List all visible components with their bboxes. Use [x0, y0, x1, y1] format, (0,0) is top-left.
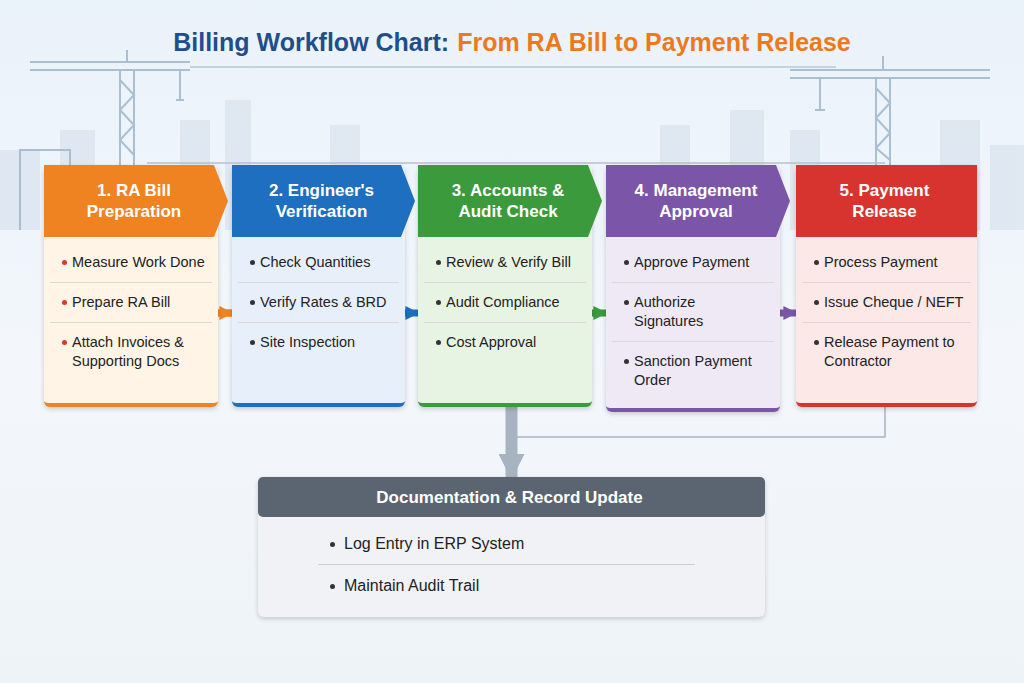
item-text: Measure Work Done	[72, 253, 205, 272]
header-shape	[232, 165, 415, 237]
stage-card: 1. RA Bill PreparationMeasure Work DoneP…	[44, 165, 218, 407]
stage-card: 3. Accounts & Audit CheckReview & Verify…	[418, 165, 592, 407]
list-item: Maintain Audit Trail	[318, 565, 695, 606]
list-item: Release Payment to Contractor	[802, 323, 971, 381]
list-item: Prepare RA Bill	[50, 283, 212, 323]
flow-connector	[405, 310, 418, 317]
item-list: Log Entry in ERP SystemMaintain Audit Tr…	[258, 517, 765, 617]
stage-header: 1. RA Bill Preparation	[44, 165, 228, 237]
item-list: Approve PaymentAuthorize SignaturesSanct…	[606, 237, 780, 408]
header-shape	[606, 165, 790, 237]
bullet-dot	[436, 300, 441, 305]
stage-card: 4. Management ApprovalApprove PaymentAut…	[606, 165, 780, 412]
title-row: Billing Workflow Chart: From RA Bill to P…	[0, 28, 1024, 57]
item-text: Site Inspection	[260, 333, 355, 352]
list-item: Sanction Payment Order	[612, 342, 774, 400]
header-text: 2. Engineer's Verification	[232, 180, 415, 222]
bullet-dot	[62, 340, 67, 345]
list-item: Audit Compliance	[424, 283, 586, 323]
list-item: Process Payment	[802, 243, 971, 283]
header-shape	[796, 165, 977, 237]
list-item: Authorize Signatures	[612, 283, 774, 342]
item-text: Check Quantities	[260, 253, 370, 272]
list-item: Issue Cheque / NEFT	[802, 283, 971, 323]
list-item: Review & Verify Bill	[424, 243, 586, 283]
header-band	[232, 165, 415, 237]
stage-card: 5. Payment ReleaseProcess PaymentIssue C…	[796, 165, 977, 407]
header-text: 3. Accounts & Audit Check	[418, 180, 602, 222]
bullet-dot	[624, 260, 629, 265]
bullet-dot	[436, 260, 441, 265]
list-item: Site Inspection	[238, 323, 399, 362]
list-item: Check Quantities	[238, 243, 399, 283]
bullet-dot	[624, 359, 629, 364]
bullet-dot	[330, 584, 335, 589]
header-text: 1. RA Bill Preparation	[44, 180, 228, 222]
stage-header: 3. Accounts & Audit Check	[418, 165, 602, 237]
item-list: Check QuantitiesVerify Rates & BRD Site I…	[232, 237, 405, 370]
list-item: Verify Rates & BRD	[238, 283, 399, 323]
item-text: Issue Cheque / NEFT	[824, 293, 963, 312]
bullet-dot	[62, 300, 67, 305]
bullet-dot	[814, 340, 819, 345]
list-item: Measure Work Done	[50, 243, 212, 283]
item-text: Log Entry in ERP System	[344, 534, 524, 553]
stage-header: 5. Payment Release	[796, 165, 977, 237]
flow-connector	[780, 310, 796, 317]
header-band	[258, 477, 765, 517]
bullet-dot	[250, 260, 255, 265]
stage-header: Documentation & Record Update	[258, 477, 765, 517]
item-list: Review & Verify BillAudit ComplianceCost…	[418, 237, 592, 370]
item-list: Process PaymentIssue Cheque / NEFT Releas…	[796, 237, 977, 389]
list-item: Log Entry in ERP System	[318, 523, 695, 565]
bullet-dot	[330, 542, 335, 547]
item-text: Sanction Payment Order	[634, 352, 768, 390]
item-text: Review & Verify Bill	[446, 253, 571, 272]
chart-title: Billing Workflow Chart:	[173, 28, 449, 56]
bullet-dot	[62, 260, 67, 265]
item-text: Cost Approval	[446, 333, 536, 352]
item-text: Audit Compliance	[446, 293, 560, 312]
item-text: Maintain Audit Trail	[344, 576, 479, 595]
header-band	[44, 165, 228, 237]
bullet-dot	[814, 300, 819, 305]
record-box: Documentation & Record UpdateLog Entry i…	[258, 477, 765, 617]
item-list: Measure Work DonePrepare RA BillAttach I…	[44, 237, 218, 389]
bullet-dot	[814, 260, 819, 265]
flow-connector	[512, 407, 886, 477]
header-band	[418, 165, 602, 237]
item-text: Attach Invoices & Supporting Docs	[72, 333, 206, 371]
header-band	[796, 165, 977, 237]
header-shape	[418, 165, 602, 237]
list-item: Attach Invoices & Supporting Docs	[50, 323, 212, 381]
flow-connector	[592, 310, 606, 317]
title-subtext: From RA Bill to Payment Release	[457, 28, 851, 56]
header-shape	[44, 165, 228, 237]
item-text: Approve Payment	[634, 253, 749, 272]
header-text: Documentation & Record Update	[366, 487, 656, 508]
stage-header: 2. Engineer's Verification	[232, 165, 415, 237]
item-text: Process Payment	[824, 253, 938, 272]
header-text: 4. Management Approval	[606, 180, 790, 222]
list-item: Approve Payment	[612, 243, 774, 283]
bullet-dot	[436, 340, 441, 345]
header-text: 5. Payment Release	[796, 180, 977, 222]
header-band	[606, 165, 790, 237]
list-item: Cost Approval	[424, 323, 586, 362]
item-text: Prepare RA Bill	[72, 293, 170, 312]
stage-header: 4. Management Approval	[606, 165, 790, 237]
item-text: Verify Rates & BRD	[260, 293, 387, 312]
item-text: Authorize Signatures	[634, 293, 768, 331]
bullet-dot	[250, 340, 255, 345]
item-text: Release Payment to Contractor	[824, 333, 965, 371]
stage-card: 2. Engineer's VerificationCheck Quantiti…	[232, 165, 405, 407]
bullet-dot	[624, 300, 629, 305]
bullet-dot	[250, 300, 255, 305]
